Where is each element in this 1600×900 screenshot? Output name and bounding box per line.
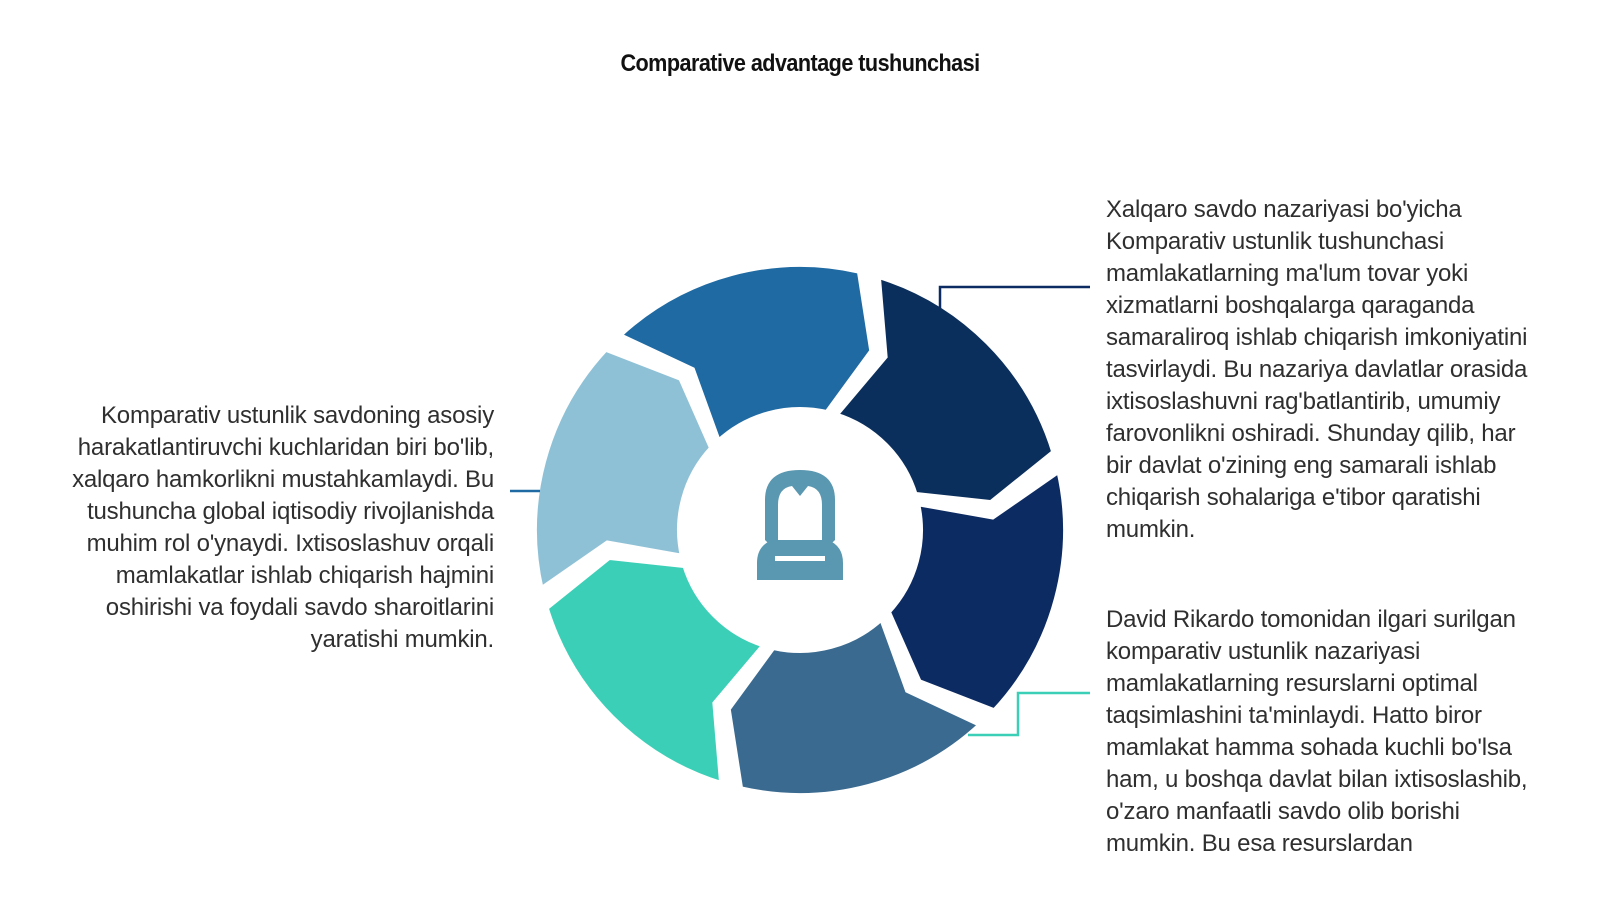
connector-line-top [938, 285, 1090, 308]
page-title: Comparative advantage tushunchasi [620, 50, 980, 77]
cycle-segment-3 [724, 612, 987, 799]
left-description: Komparativ ustunlik savdoning asosiy har… [72, 402, 494, 653]
person-icon [757, 470, 843, 580]
right-top-description: Xalqaro savdo nazariyasi bo'yicha Kompar… [1106, 196, 1528, 543]
cycle-segments [531, 261, 1069, 799]
cycle-segment-2 [884, 465, 1069, 715]
connector-line-bottom [968, 691, 1090, 737]
cycle-segment-1 [829, 271, 1058, 507]
cycle-segment-5 [531, 345, 716, 595]
right-bottom-description: David Rikardo tomonidan ilgari surilgan … [1106, 606, 1528, 857]
cycle-segment-6 [613, 261, 876, 448]
cycle-segment-4 [542, 553, 771, 789]
